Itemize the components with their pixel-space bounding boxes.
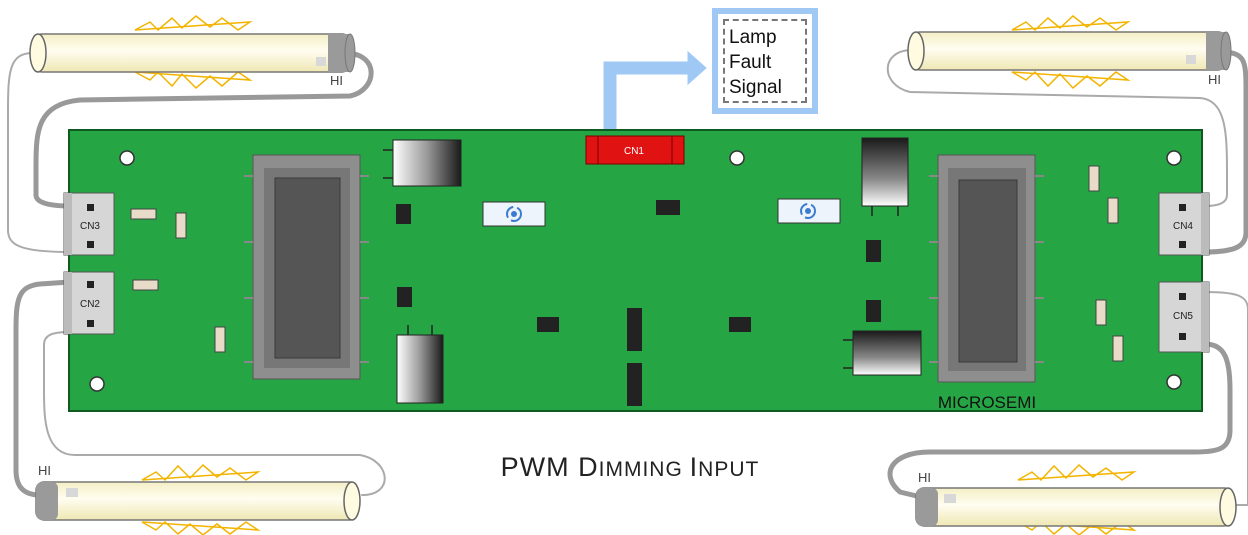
resistor (1088, 165, 1100, 192)
lamp-hi-label: HI (918, 470, 931, 485)
ccfl-lamp-bottom-right (915, 463, 1237, 535)
lamp-hi-label: HI (38, 463, 51, 478)
cn3-label: CN3 (80, 221, 100, 232)
cn5-label: CN5 (1173, 311, 1193, 322)
transformer-right (929, 154, 1044, 383)
connector-cn4 (1158, 192, 1210, 256)
ic-chip (397, 287, 412, 307)
mounting-hole (1166, 374, 1182, 390)
capacitor (383, 139, 462, 187)
mounting-hole (119, 150, 135, 166)
ic-chip (627, 363, 642, 406)
controller-chip (777, 198, 841, 224)
ic-chip (396, 204, 411, 224)
connector-cn5 (1158, 281, 1210, 353)
resistor (1095, 299, 1107, 326)
caption-part: PWM (500, 452, 579, 482)
capacitor (396, 325, 444, 404)
resistor (214, 326, 226, 353)
resistor (130, 208, 157, 220)
capacitor (843, 330, 922, 376)
transformer-left (244, 154, 369, 380)
resistor (1107, 197, 1119, 224)
ccfl-lamp-top-right (907, 15, 1232, 90)
ic-chip (866, 300, 881, 322)
caption-part: D (578, 452, 599, 482)
ccfl-lamp-top-left (29, 15, 356, 90)
ic-chip (627, 308, 642, 351)
caption-part: NPUT (698, 458, 760, 481)
connector-cn2 (63, 271, 115, 335)
fault-signal-arrow (603, 50, 707, 135)
mounting-hole (89, 376, 105, 392)
cn4-label: CN4 (1173, 221, 1193, 232)
capacitor (861, 137, 909, 216)
ic-chip (866, 240, 881, 262)
fault-line-2: Fault (729, 52, 772, 73)
pwm-dimming-input-caption: PWM DIMMING INPUT (400, 452, 860, 483)
controller-chip (482, 201, 546, 227)
lamp-hi-label: HI (330, 73, 343, 88)
lamp-fault-signal-text: Lamp Fault Signal (723, 19, 807, 103)
connector-cn1 (585, 135, 685, 165)
fault-line-1: Lamp (729, 27, 777, 48)
lamp-fault-signal-box: Lamp Fault Signal (712, 8, 818, 114)
spark-icon (134, 15, 253, 32)
ic-chip (537, 317, 559, 332)
lamp-hi-label: HI (1208, 72, 1221, 87)
resistor (1112, 335, 1124, 362)
ic-chip (656, 200, 680, 215)
resistor (132, 279, 159, 291)
brand-label: MICROSEMI (938, 393, 1036, 412)
cn2-label: CN2 (80, 299, 100, 310)
ic-chip (729, 317, 751, 332)
fault-line-3: Signal (729, 77, 782, 98)
ccfl-lamp-bottom-left (35, 463, 361, 535)
mounting-hole (729, 150, 745, 166)
inverter-board: CN1 CN3 CN2 CN4 (63, 129, 1210, 412)
connector-cn3 (63, 192, 115, 256)
resistor (175, 212, 187, 239)
cn1-label: CN1 (624, 146, 644, 157)
caption-part: IMMING (598, 458, 690, 481)
caption-part: I (689, 452, 699, 482)
lamp-wires (7, 49, 1248, 506)
mounting-hole (1166, 150, 1182, 166)
